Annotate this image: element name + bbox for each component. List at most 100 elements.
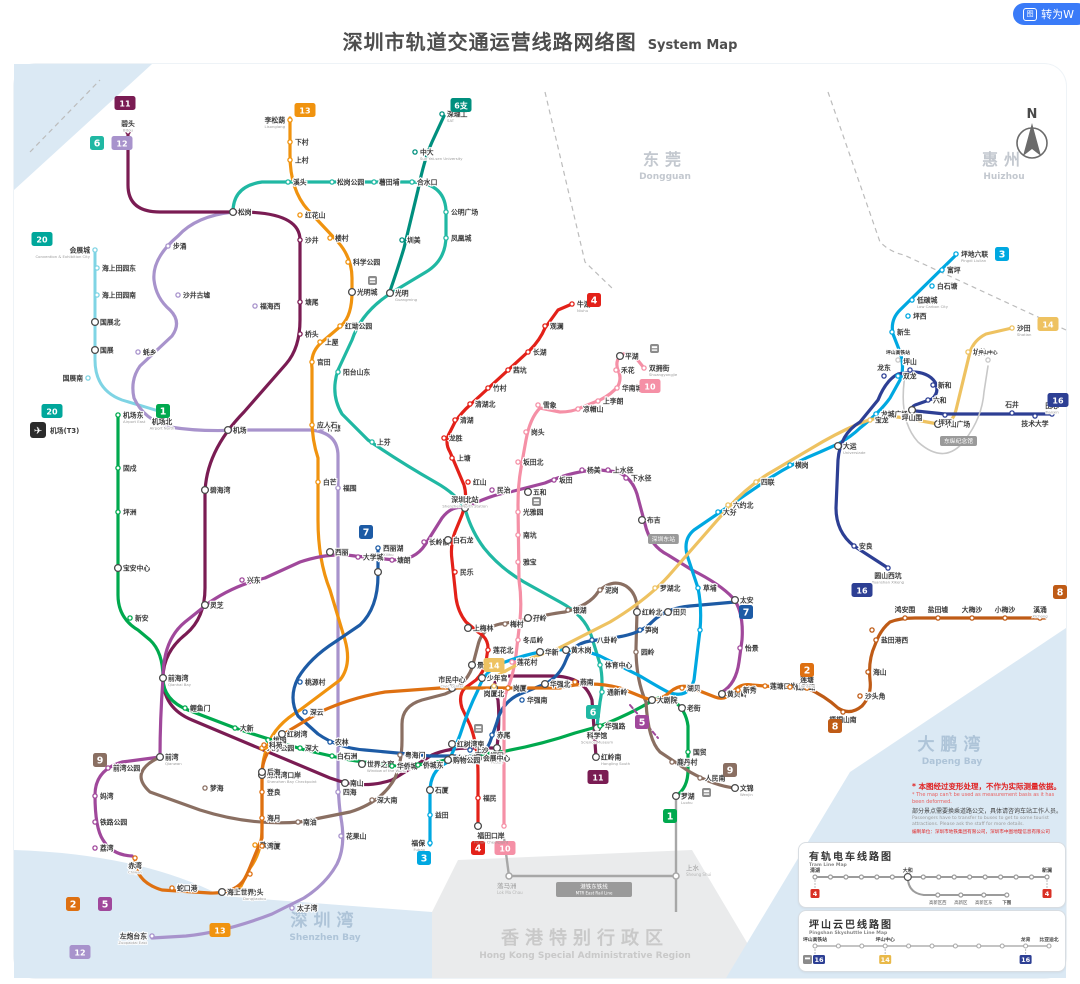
- station-dot[interactable]: [409, 179, 415, 185]
- station-dot[interactable]: [285, 179, 291, 185]
- station-dot[interactable]: [489, 732, 495, 738]
- station-dot[interactable]: [259, 843, 265, 849]
- station-dot[interactable]: [489, 487, 495, 493]
- station-dot[interactable]: [165, 243, 171, 249]
- station-dot[interactable]: [697, 627, 703, 633]
- station-dot[interactable]: [614, 385, 620, 391]
- station-dot[interactable]: [439, 111, 445, 117]
- station-dot[interactable]: [515, 459, 521, 465]
- interchange-station-dot[interactable]: [325, 547, 335, 557]
- station-dot[interactable]: [335, 369, 341, 375]
- station-dot[interactable]: [502, 621, 508, 627]
- station-dot[interactable]: [865, 669, 871, 675]
- interchange-station-dot[interactable]: [158, 673, 168, 683]
- station-dot[interactable]: [1037, 615, 1043, 621]
- station-dot[interactable]: [427, 840, 433, 846]
- station-dot[interactable]: [135, 349, 141, 355]
- station-dot[interactable]: [523, 429, 529, 435]
- station-dot[interactable]: [669, 759, 675, 765]
- interchange-station-dot[interactable]: [257, 767, 267, 777]
- station-dot[interactable]: [427, 812, 433, 818]
- station-dot[interactable]: [85, 375, 91, 381]
- interchange-station-dot[interactable]: [637, 515, 647, 525]
- station-dot[interactable]: [509, 659, 515, 665]
- interchange-station-dot[interactable]: [233, 887, 243, 897]
- interchange-station-dot[interactable]: [473, 821, 483, 831]
- station-dot[interactable]: [297, 212, 303, 218]
- interchange-station-dot[interactable]: [113, 563, 123, 573]
- station-dot[interactable]: [907, 367, 913, 373]
- station-dot[interactable]: [889, 329, 895, 335]
- station-dot[interactable]: [397, 752, 403, 758]
- station-dot[interactable]: [575, 406, 581, 412]
- station-dot[interactable]: [525, 349, 531, 355]
- station-dot[interactable]: [762, 683, 768, 689]
- station-dot[interactable]: [252, 303, 258, 309]
- station-dot[interactable]: [969, 615, 975, 621]
- station-dot[interactable]: [965, 349, 971, 355]
- interchange-station-dot[interactable]: [535, 647, 545, 657]
- station-dot[interactable]: [259, 815, 265, 821]
- station-dot[interactable]: [929, 283, 935, 289]
- station-dot[interactable]: [881, 373, 887, 379]
- station-dot[interactable]: [149, 933, 155, 939]
- station-dot[interactable]: [297, 745, 303, 751]
- station-dot[interactable]: [1049, 411, 1055, 417]
- station-dot[interactable]: [551, 477, 557, 483]
- station-dot[interactable]: [840, 709, 846, 715]
- station-dot[interactable]: [297, 331, 303, 337]
- station-dot[interactable]: [895, 373, 901, 379]
- station-dot[interactable]: [452, 417, 458, 423]
- interchange-station-dot[interactable]: [447, 739, 457, 749]
- station-dot[interactable]: [909, 297, 915, 303]
- station-dot[interactable]: [519, 697, 525, 703]
- convert-to-word-button[interactable]: 图 转为W: [1013, 3, 1080, 25]
- interchange-station-dot[interactable]: [447, 683, 457, 693]
- station-dot[interactable]: [885, 565, 891, 571]
- station-dot[interactable]: [443, 209, 449, 215]
- station-dot[interactable]: [633, 649, 639, 655]
- station-dot[interactable]: [175, 292, 181, 298]
- station-dot[interactable]: [485, 385, 491, 391]
- station-dot[interactable]: [452, 569, 458, 575]
- interchange-station-dot[interactable]: [632, 607, 642, 617]
- station-dot[interactable]: [115, 465, 121, 471]
- station-dot[interactable]: [1002, 615, 1008, 621]
- station-dot[interactable]: [371, 179, 377, 185]
- interchange-station-dot[interactable]: [561, 645, 571, 655]
- station-dot[interactable]: [375, 545, 381, 551]
- interchange-station-dot[interactable]: [385, 288, 395, 298]
- interchange-station-dot[interactable]: [833, 441, 843, 451]
- interchange-station-dot[interactable]: [540, 679, 550, 689]
- station-dot[interactable]: [565, 607, 571, 613]
- station-dot[interactable]: [132, 855, 138, 861]
- station-dot[interactable]: [515, 509, 521, 515]
- interchange-station-dot[interactable]: [730, 595, 740, 605]
- station-dot[interactable]: [232, 725, 238, 731]
- station-dot[interactable]: [345, 259, 351, 265]
- station-dot[interactable]: [697, 775, 703, 781]
- station-dot[interactable]: [315, 479, 321, 485]
- station-dot[interactable]: [369, 439, 375, 445]
- station-dot[interactable]: [92, 793, 98, 799]
- interchange-station-dot[interactable]: [217, 887, 227, 897]
- station-dot[interactable]: [265, 737, 271, 743]
- station-dot[interactable]: [317, 339, 323, 345]
- interchange-station-dot[interactable]: [443, 535, 453, 545]
- station-dot[interactable]: [939, 267, 945, 273]
- station-dot[interactable]: [369, 797, 375, 803]
- station-dot[interactable]: [287, 139, 293, 145]
- station-dot[interactable]: [753, 479, 759, 485]
- interchange-station-dot[interactable]: [223, 425, 233, 435]
- station-dot[interactable]: [125, 129, 131, 135]
- station-dot[interactable]: [715, 509, 721, 515]
- station-dot[interactable]: [595, 398, 601, 404]
- station-dot[interactable]: [415, 762, 421, 768]
- station-dot[interactable]: [925, 397, 931, 403]
- interchange-station-dot[interactable]: [443, 755, 453, 765]
- station-dot[interactable]: [599, 689, 605, 695]
- station-dot[interactable]: [589, 637, 595, 643]
- station-dot[interactable]: [92, 247, 98, 253]
- station-dot[interactable]: [942, 412, 948, 418]
- station-dot[interactable]: [289, 905, 295, 911]
